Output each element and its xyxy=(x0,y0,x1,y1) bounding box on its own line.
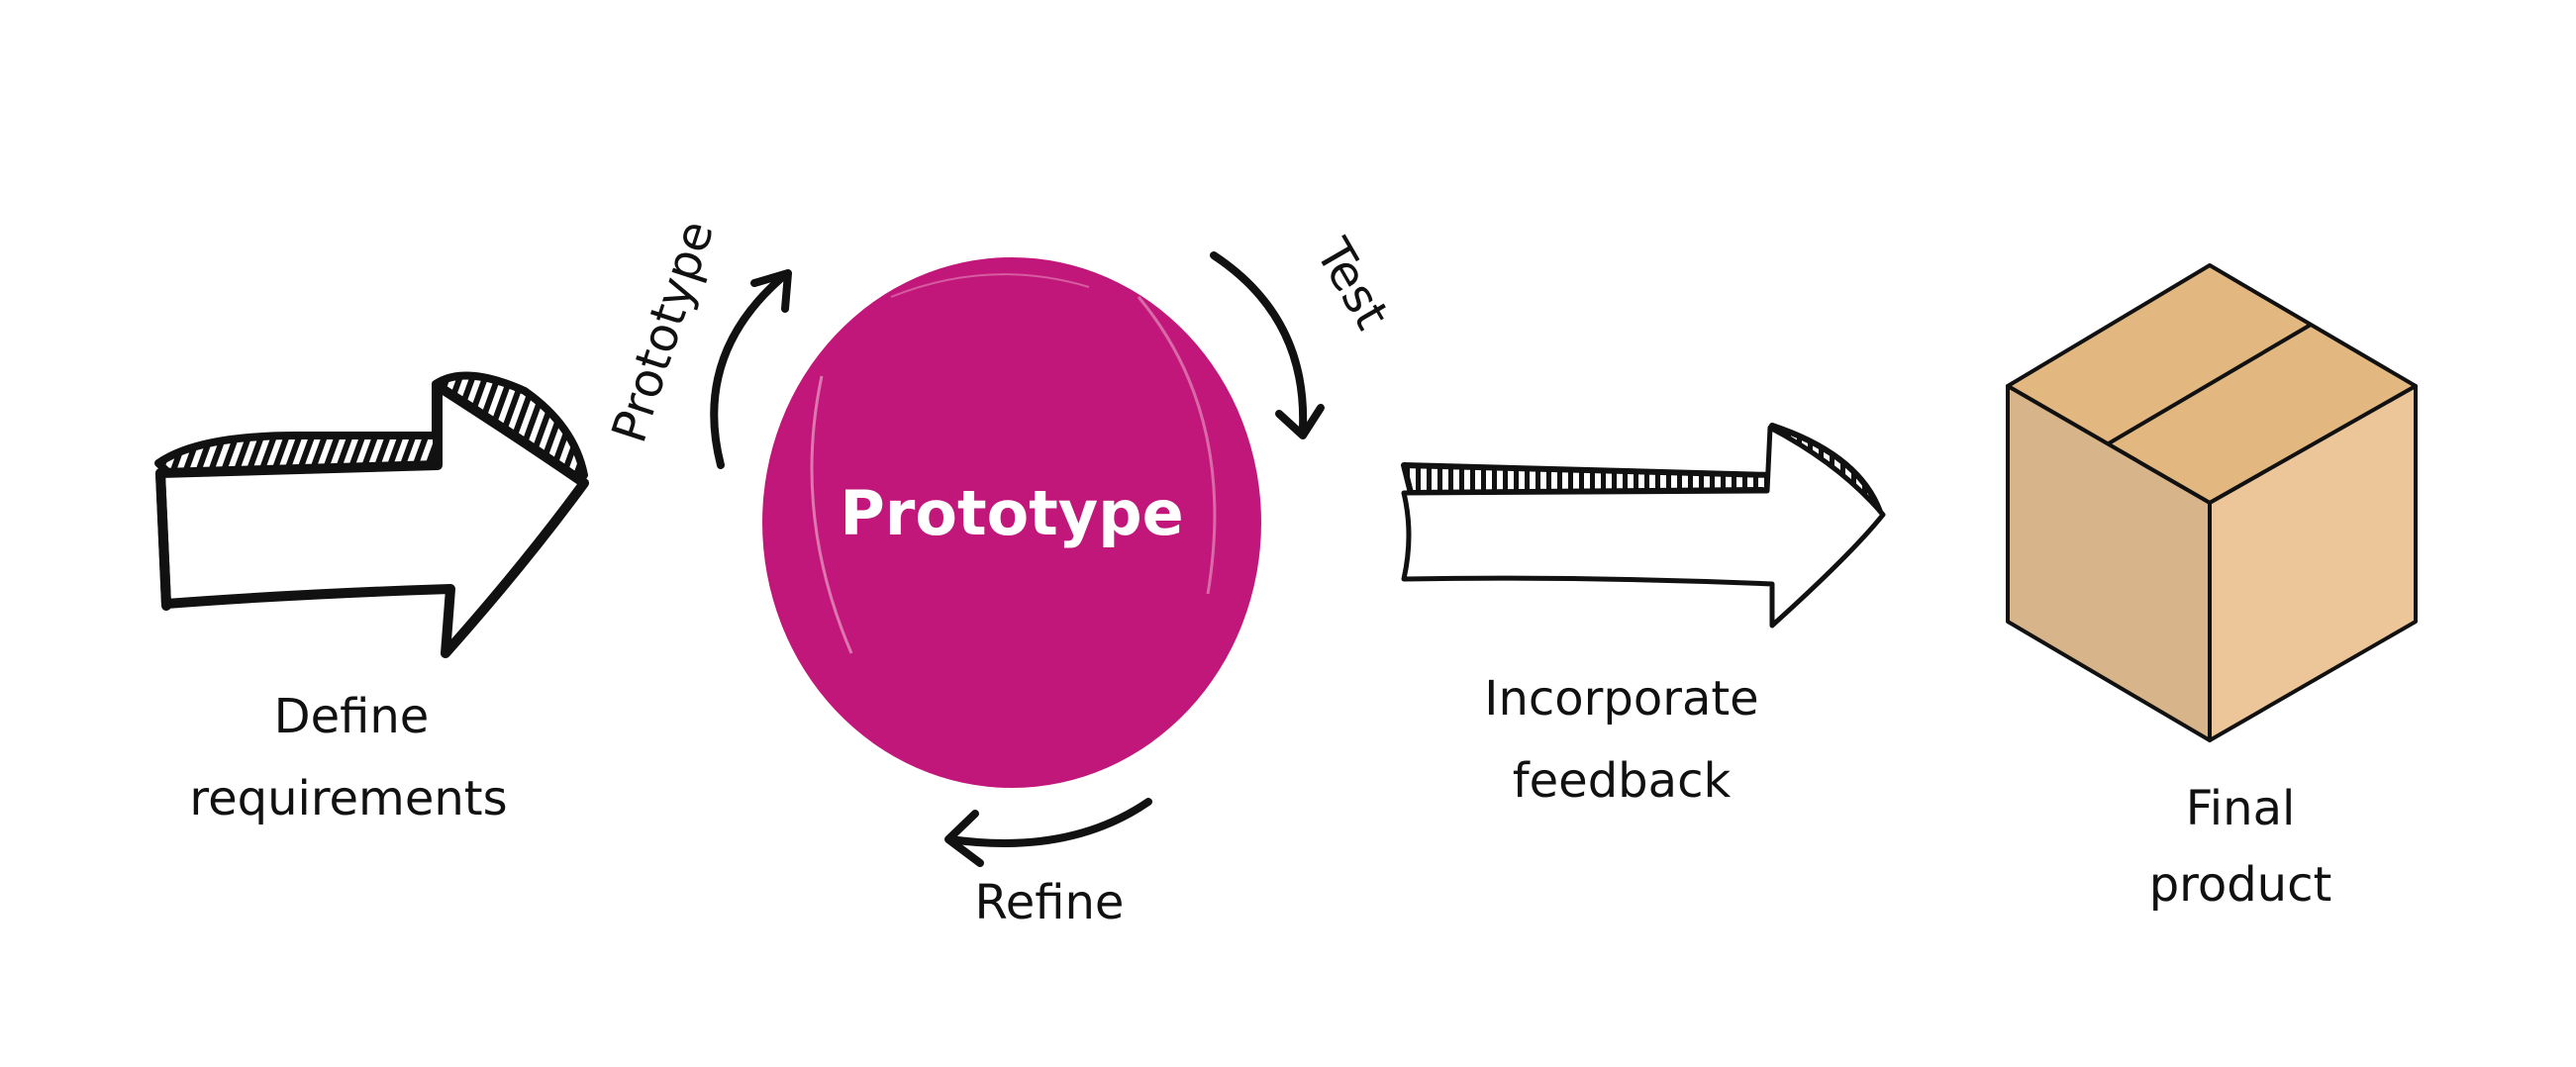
prototype-circle xyxy=(762,257,1261,788)
cycle-arrow-prototype-icon xyxy=(710,269,792,469)
define-requirements-label-line2: requirements xyxy=(189,771,507,826)
cardboard-box-icon xyxy=(2006,263,2418,742)
cycle-test-label: Test xyxy=(1304,229,1399,339)
cycle-arrow-refine-icon xyxy=(944,798,1152,867)
incorporate-feedback-label-line1: Incorporate xyxy=(1484,671,1758,727)
prototype-center-label: Prototype xyxy=(840,477,1183,549)
incorporate-feedback-label-line2: feedback xyxy=(1513,753,1732,809)
define-requirements-label-line1: Define xyxy=(274,689,430,744)
final-product-label-line2: product xyxy=(2149,857,2332,913)
cycle-refine-label: Refine xyxy=(975,875,1125,930)
final-product-label-line1: Final xyxy=(2186,781,2296,836)
cycle-arrow-test-icon xyxy=(1210,251,1325,439)
define-arrow-icon xyxy=(154,371,589,658)
cycle-prototype-label: Prototype xyxy=(601,214,725,449)
incorporate-arrow-icon xyxy=(1401,423,1886,629)
